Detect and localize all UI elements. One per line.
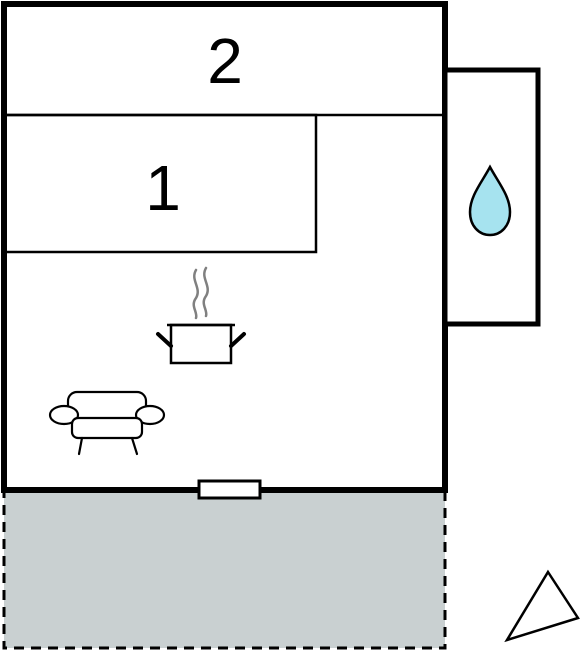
cooking-pot-icon xyxy=(156,266,246,365)
room-1-label: 1 xyxy=(145,152,181,224)
steam-icon xyxy=(192,268,199,320)
water-drop-icon xyxy=(468,164,512,237)
room-1-outline xyxy=(2,113,318,254)
room-2-label: 2 xyxy=(207,25,243,97)
terrace-area xyxy=(2,488,447,650)
steam-icon xyxy=(202,266,209,318)
entrance-door xyxy=(197,479,262,500)
sofa-icon xyxy=(48,390,166,456)
compass-north-icon xyxy=(504,569,580,643)
